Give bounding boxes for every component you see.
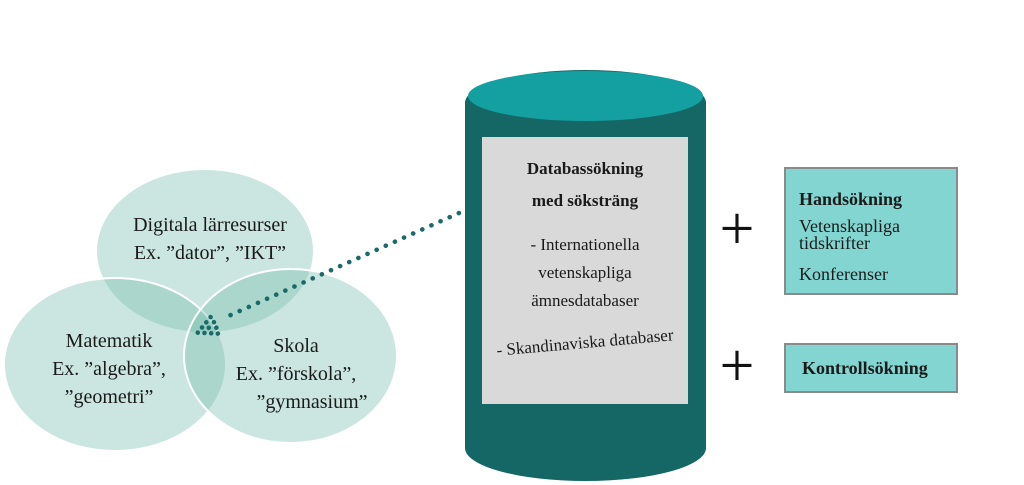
plus-sign-2: + bbox=[719, 332, 755, 400]
scandinavian-databases-item: - Skandinaviska databaser bbox=[495, 325, 675, 360]
venn-label-matematik: Matematik Ex. ”algebra”, ”geometri” bbox=[0, 327, 228, 411]
handsokning-item-tidskrifter: Vetenskapliga tidskrifter bbox=[799, 216, 900, 253]
international-databases-item: - Internationella vetenskapliga ämnesdat… bbox=[530, 235, 640, 310]
venn-label-skola: Skola Ex. ”förskola”, ”gymnasium” bbox=[176, 332, 416, 416]
database-search-panel: Databassökning med söksträng - Internati… bbox=[482, 137, 688, 404]
venn-digitala-examples: Ex. ”dator”, ”IKT” bbox=[133, 242, 287, 264]
database-cylinder-bottom bbox=[465, 415, 706, 481]
venn-label-digitala-larresurser: Digitala lärresurser Ex. ”dator”, ”IKT” bbox=[80, 211, 340, 267]
venn-skola-examples-line2: ”gymnasium” bbox=[256, 391, 368, 413]
venn-matematik-examples-line2: ”geometri” bbox=[64, 386, 154, 408]
venn-digitala-title: Digitala lärresurser bbox=[133, 214, 287, 236]
venn-skola-examples-line1: Ex. ”förskola”, bbox=[235, 363, 357, 385]
venn-skola-title: Skola bbox=[273, 335, 319, 357]
kontrollsokning-box: Kontrollsökning bbox=[784, 343, 958, 393]
handsokning-item-konferenser: Konferenser bbox=[799, 264, 888, 284]
database-cylinder-top bbox=[468, 71, 703, 121]
venn-matematik-title: Matematik bbox=[65, 330, 153, 352]
venn-matematik-examples-line1: Ex. ”algebra”, bbox=[52, 358, 166, 380]
database-search-title: Databassökning med söksträng bbox=[526, 159, 644, 210]
plus-sign-1: + bbox=[719, 195, 755, 263]
handsokning-title: Handsökning bbox=[799, 189, 903, 209]
handsokning-box: Handsökning Vetenskapliga tidskrifter Ko… bbox=[784, 167, 958, 295]
kontrollsokning-title: Kontrollsökning bbox=[802, 357, 928, 378]
